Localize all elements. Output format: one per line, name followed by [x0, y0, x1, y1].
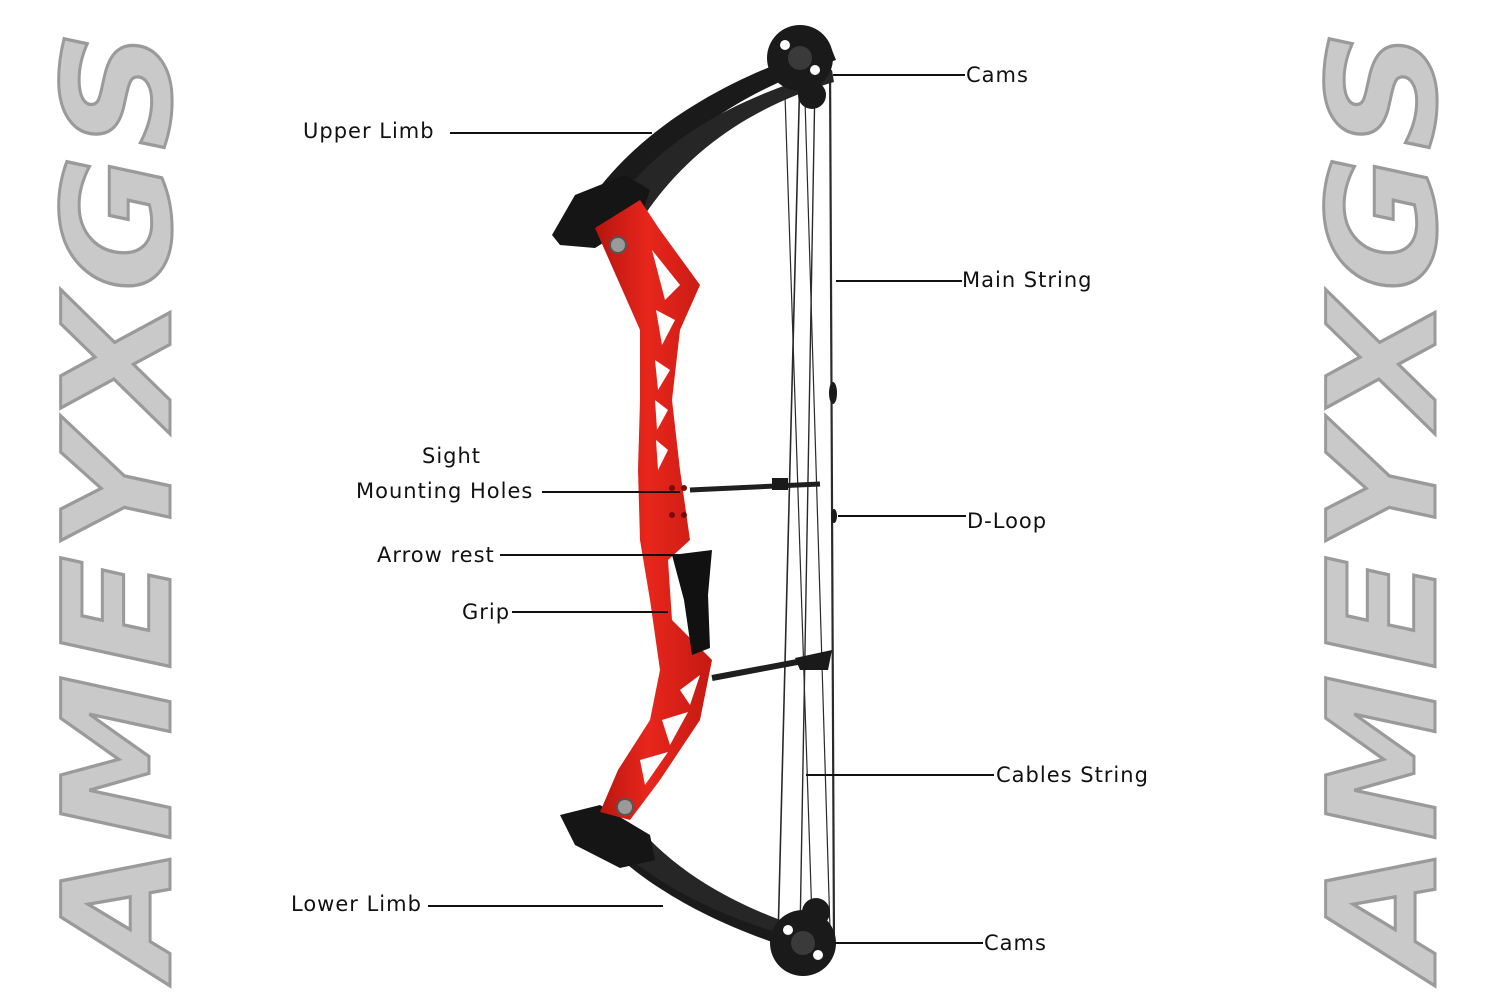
- main-string: [828, 59, 836, 946]
- cutout-1: [652, 250, 680, 300]
- upper-limb: [552, 45, 836, 248]
- stabilizer-end: [795, 650, 832, 670]
- label-main-string: Main String: [962, 268, 1093, 292]
- sight-mounting-holes: [669, 485, 687, 518]
- cable-guard-rod: [689, 481, 821, 493]
- cable-string-3: [804, 99, 831, 931]
- cam-bottom-cutout-2: [813, 950, 823, 960]
- cutout-2: [656, 310, 675, 345]
- riser-body: [595, 200, 712, 820]
- cam-top-cutout-1: [780, 40, 790, 50]
- label-sight-mounting-holes: Mounting Holes: [356, 479, 534, 503]
- sight-hole-4: [681, 512, 687, 518]
- leader-lines: [428, 74, 994, 944]
- cam-bottom-module: [802, 898, 830, 926]
- cam-bottom: [770, 898, 836, 976]
- limb-bolt-bottom: [616, 798, 634, 816]
- upper-limb-pocket: [552, 175, 650, 248]
- cutout-4: [655, 400, 668, 430]
- stabilizer-rod: [711, 657, 809, 681]
- cable-string-4: [784, 94, 813, 921]
- watermark-left: AMEYXGS: [31, 0, 208, 1000]
- strings: [777, 59, 836, 946]
- cam-top-module: [798, 81, 826, 109]
- cutout-6: [680, 675, 700, 705]
- rods: [689, 478, 832, 681]
- limb-bolt-top: [609, 236, 627, 254]
- label-sight-title: Sight: [422, 444, 482, 468]
- label-cables-string: Cables String: [996, 763, 1149, 787]
- label-lower-limb: Lower Limb: [291, 892, 422, 916]
- peep-sight: [829, 382, 837, 404]
- d-loop-hardware: [829, 382, 837, 523]
- cable-string-2: [799, 79, 816, 936]
- cutout-8: [640, 752, 668, 785]
- cutout-7: [662, 712, 688, 745]
- cam-top-hub: [788, 46, 812, 70]
- cutout-5: [656, 440, 668, 470]
- label-cams-top: Cams: [966, 63, 1029, 87]
- cam-top: [767, 25, 833, 109]
- cable-string-1: [777, 69, 801, 941]
- sight-hole-2: [681, 485, 687, 491]
- watermark-left-text: AMEYXGS: [40, 25, 200, 986]
- grip: [672, 550, 712, 655]
- riser: [595, 200, 712, 820]
- cam-bottom-hub: [791, 931, 815, 955]
- upper-limb-shape-2: [610, 70, 834, 222]
- watermark-right: AMEYXGS: [1296, 0, 1473, 1000]
- cable-guard-slide: [772, 478, 788, 490]
- watermark-right-logo: AMEYXGS: [1296, 24, 1473, 988]
- sight-hole-1: [669, 485, 675, 491]
- cam-top-cutout-2: [810, 65, 820, 75]
- label-cams-bottom: Cams: [984, 931, 1047, 955]
- cutout-3: [655, 360, 670, 390]
- watermark-right-text: AMEYXGS: [1305, 25, 1465, 986]
- label-arrow-rest: Arrow rest: [377, 543, 495, 567]
- label-d-loop: D-Loop: [967, 509, 1048, 533]
- cam-bottom-cutout-1: [783, 925, 793, 935]
- watermark-left-logo: AMEYXGS: [31, 24, 208, 988]
- sight-hole-3: [669, 512, 675, 518]
- label-grip: Grip: [462, 600, 511, 624]
- riser-cutouts: [640, 250, 700, 785]
- d-loop: [831, 509, 837, 523]
- lower-limb-pocket: [560, 805, 655, 868]
- label-upper-limb: Upper Limb: [303, 119, 435, 143]
